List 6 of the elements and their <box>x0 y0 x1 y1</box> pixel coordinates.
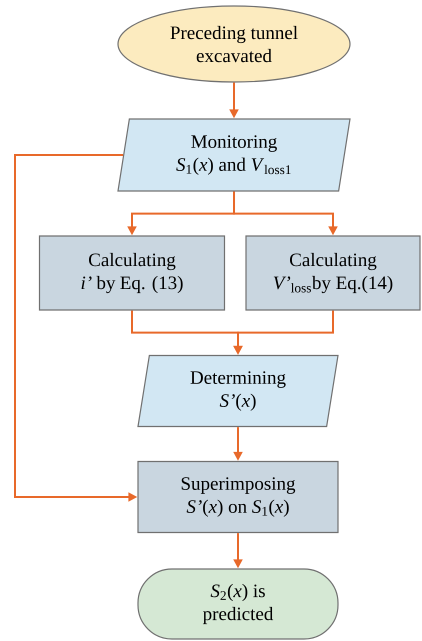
process-box: Calculating V’$_{loss}$by Eq.(14) <box>245 235 421 311</box>
process-box: Superimposing S’(x) on S$_{1}$(x) <box>137 460 339 534</box>
data-parallelogram: Monitoring S$_{1}$(x) and V$_{loss1}$ <box>117 118 351 192</box>
data-parallelogram: Determining S’(x) <box>137 354 339 428</box>
process-box: Calculating i’ by Eq. (13) <box>38 235 226 311</box>
terminal-box: S$_{2}$(x) is predicted <box>137 568 339 640</box>
